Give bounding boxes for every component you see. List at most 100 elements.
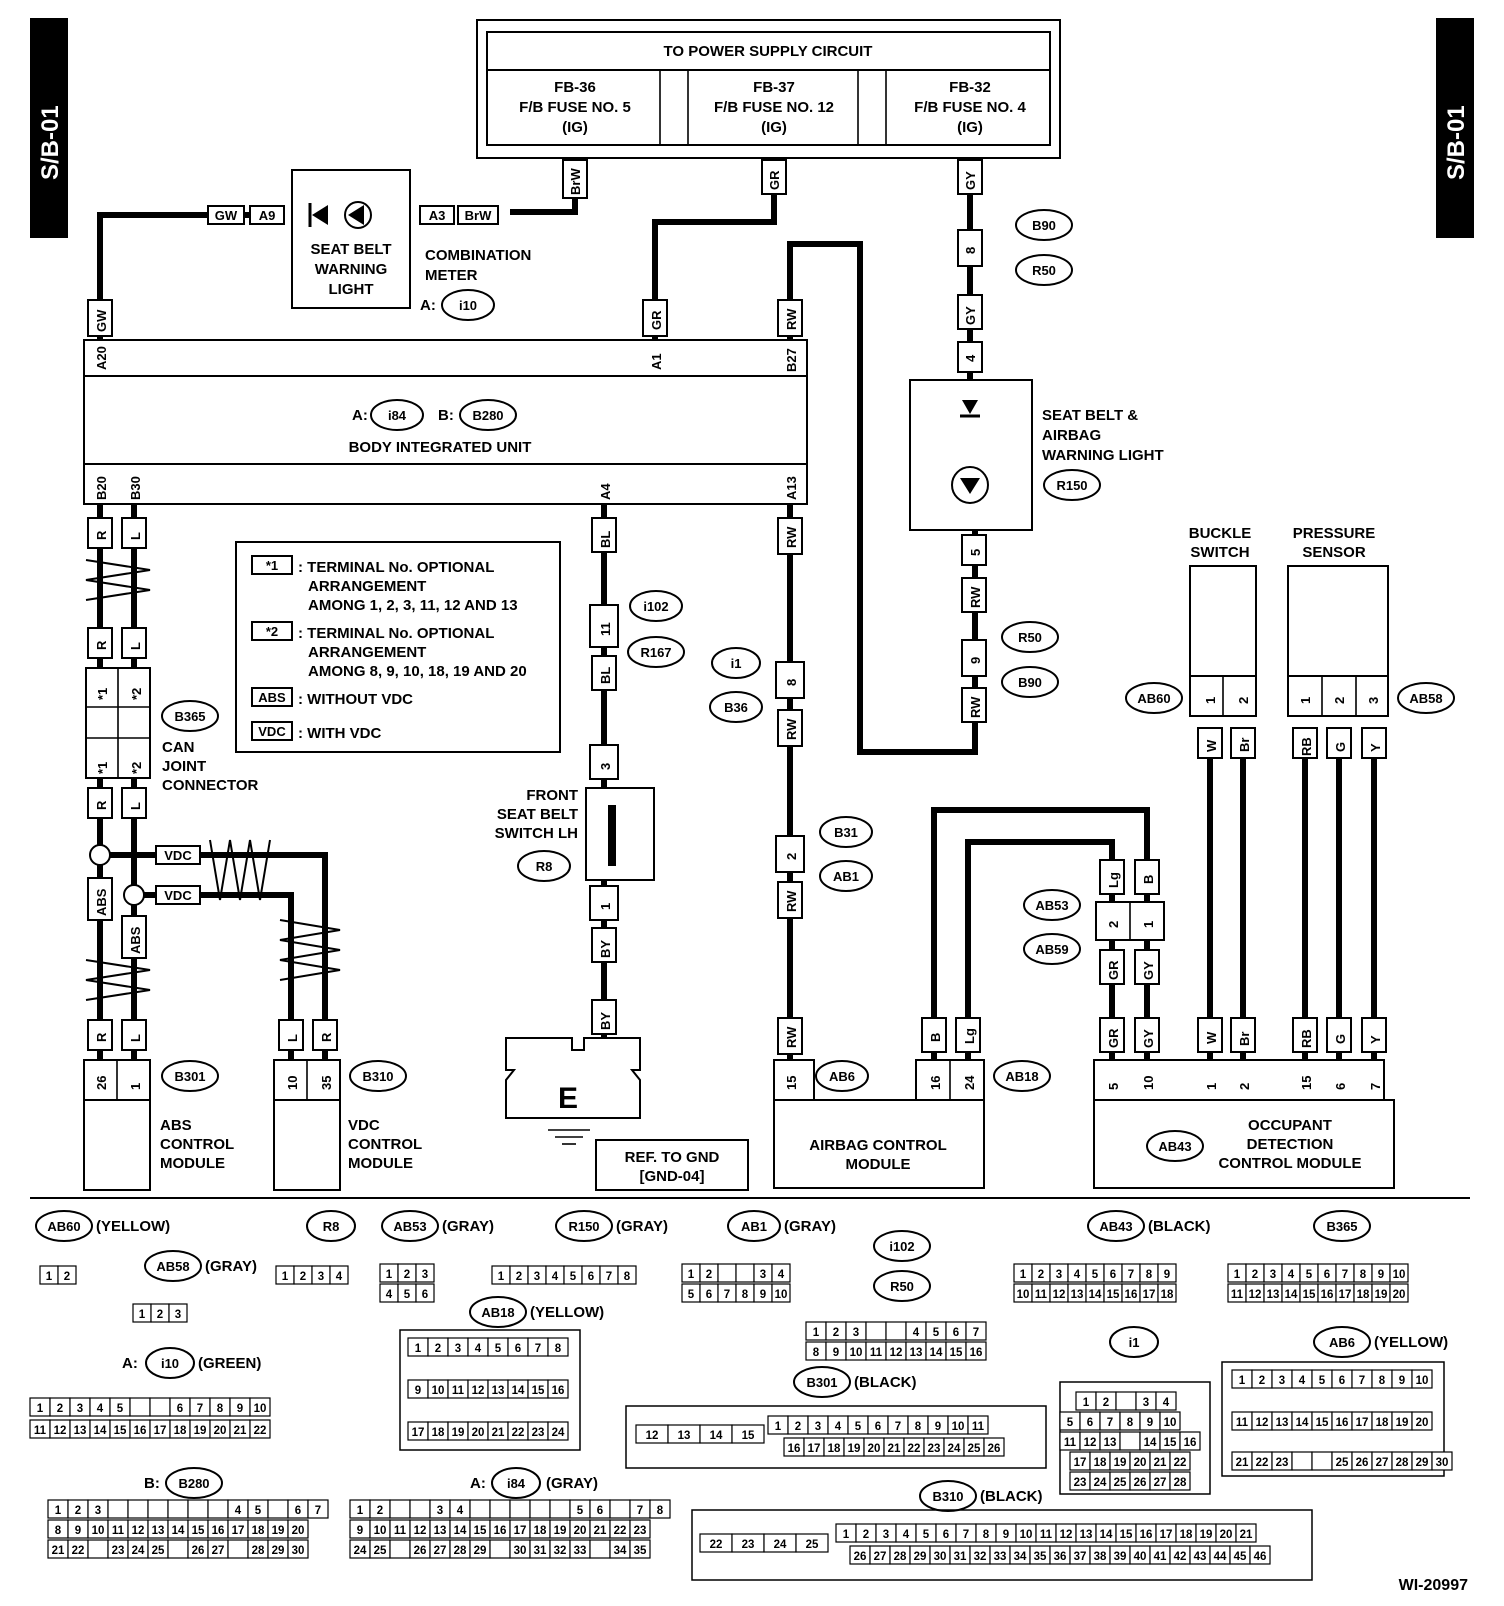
pin-label: 16 [1125, 1289, 1138, 1301]
svg-text:MODULE: MODULE [160, 1155, 225, 1172]
svg-text:i1: i1 [1129, 1335, 1140, 1350]
pin-label: 19 [452, 1427, 465, 1439]
svg-text:B: B [1141, 875, 1156, 884]
svg-text:AB18: AB18 [1005, 1069, 1038, 1084]
pin-label: 17 [514, 1525, 527, 1537]
svg-text:AB6: AB6 [829, 1069, 855, 1084]
pin-label: 7 [637, 1505, 643, 1517]
pin-label: 3 [534, 1271, 540, 1283]
pin-label: 20 [1393, 1289, 1406, 1301]
svg-text:A:: A: [352, 407, 368, 424]
pin-label: 29 [474, 1545, 487, 1557]
svg-text:4: 4 [963, 354, 978, 362]
pin-label: 6 [588, 1271, 594, 1283]
pin-label: 21 [1236, 1457, 1249, 1469]
power-supply-title: TO POWER SUPPLY CIRCUIT [664, 43, 873, 60]
pin-label: 10 [1416, 1375, 1429, 1387]
pin-label: 5 [117, 1403, 124, 1415]
pin-label: 10 [1017, 1289, 1030, 1301]
pin-label: 2 [706, 1269, 712, 1281]
pin-label: 1 [498, 1271, 505, 1283]
pin-label: 28 [252, 1545, 265, 1557]
svg-text:ABS: ABS [128, 926, 143, 954]
pin-label: 20 [1220, 1529, 1233, 1541]
seat-belt-light-line2: WARNING [315, 261, 388, 278]
pin-label: 15 [114, 1425, 127, 1437]
pin-label: 8 [742, 1289, 749, 1301]
pin-label: 35 [634, 1545, 647, 1557]
pin-label: 15 [474, 1525, 487, 1537]
svg-text:35: 35 [319, 1076, 334, 1090]
svg-text:GR: GR [767, 170, 782, 190]
pin-label: 29 [914, 1551, 927, 1563]
pin-label: 21 [234, 1425, 247, 1437]
fuse-1-id: FB-36 [554, 79, 596, 96]
side-tag-left [30, 18, 68, 238]
pin-label: 5 [855, 1421, 862, 1433]
svg-text:6: 6 [1333, 1083, 1348, 1090]
svg-text:RW: RW [968, 696, 983, 718]
body-integrated-unit: A20 A1 B27 B20 B30 A4 A13 A: i84 B: B280… [83, 339, 808, 505]
pin-label: 22 [1174, 1457, 1187, 1469]
pin-label: 9 [760, 1289, 766, 1301]
svg-text:SWITCH LH: SWITCH LH [495, 825, 578, 842]
svg-text:*2: *2 [266, 624, 278, 639]
pin-label: 9 [415, 1385, 421, 1397]
svg-text:24: 24 [962, 1075, 977, 1090]
pin-label: 16 [494, 1525, 507, 1537]
pin-label: 11 [870, 1347, 883, 1359]
svg-text:B310: B310 [362, 1069, 393, 1084]
pin-label: 30 [934, 1551, 947, 1563]
svg-text:GY: GY [1141, 1029, 1156, 1048]
pin-label: 12 [472, 1385, 485, 1397]
svg-text:i10: i10 [161, 1356, 179, 1371]
svg-text:i1: i1 [731, 656, 742, 671]
pin-label: 12 [1256, 1417, 1269, 1429]
pin-label: 2 [157, 1309, 163, 1321]
pressure-sensor [1287, 565, 1389, 677]
pin-label: 20 [868, 1443, 881, 1455]
light-connector-labels: GW A9 A3 BrW BrW GR GY [207, 159, 983, 225]
svg-text:15: 15 [1299, 1076, 1314, 1090]
pin-label: 3 [760, 1269, 766, 1281]
svg-text:B30: B30 [128, 476, 143, 500]
pin-label: 2 [1038, 1269, 1044, 1281]
pin-label: 11 [1236, 1417, 1249, 1429]
svg-text:DETECTION: DETECTION [1247, 1136, 1334, 1153]
pin-label: 16 [1336, 1417, 1349, 1429]
pin-label: 9 [1378, 1269, 1384, 1281]
pin-label: 13 [1104, 1437, 1117, 1449]
pin-label: 24 [354, 1545, 367, 1557]
pin-label: 16 [788, 1443, 801, 1455]
svg-text:R: R [94, 800, 109, 810]
svg-text:ABS: ABS [160, 1117, 192, 1134]
pin-label: 14 [512, 1385, 525, 1397]
svg-text:2: 2 [1237, 1083, 1252, 1090]
svg-text:L: L [128, 642, 143, 650]
svg-text:A9: A9 [259, 208, 276, 223]
pin-label: 20 [214, 1425, 227, 1437]
pin-label: 1 [775, 1421, 782, 1433]
pin-label: 27 [434, 1545, 447, 1557]
svg-text:SEAT BELT: SEAT BELT [497, 806, 578, 823]
svg-text:R: R [94, 530, 109, 540]
figure-id: WI-20997 [1399, 1577, 1468, 1594]
pin-label: 19 [1375, 1289, 1388, 1301]
pin-label: 1 [1239, 1375, 1246, 1387]
svg-text:BUCKLE: BUCKLE [1189, 525, 1252, 542]
pin-label: 11 [1064, 1437, 1077, 1449]
pin-label: 11 [1035, 1289, 1048, 1301]
pin-label: 18 [1094, 1457, 1107, 1469]
svg-text:R: R [319, 1032, 334, 1042]
svg-text:W: W [1204, 739, 1219, 752]
pin-label: 5 [404, 1289, 411, 1301]
svg-text:AB1: AB1 [833, 869, 859, 884]
pin-label: 7 [1107, 1417, 1113, 1429]
pin-label: 5 [1306, 1269, 1313, 1281]
svg-text:A13: A13 [784, 476, 799, 500]
svg-text:*1: *1 [95, 688, 110, 700]
pin-label: 22 [710, 1539, 723, 1551]
svg-text:CONTROL: CONTROL [348, 1136, 422, 1153]
pin-label: 5 [1092, 1269, 1099, 1281]
pin-label: 33 [574, 1545, 587, 1557]
